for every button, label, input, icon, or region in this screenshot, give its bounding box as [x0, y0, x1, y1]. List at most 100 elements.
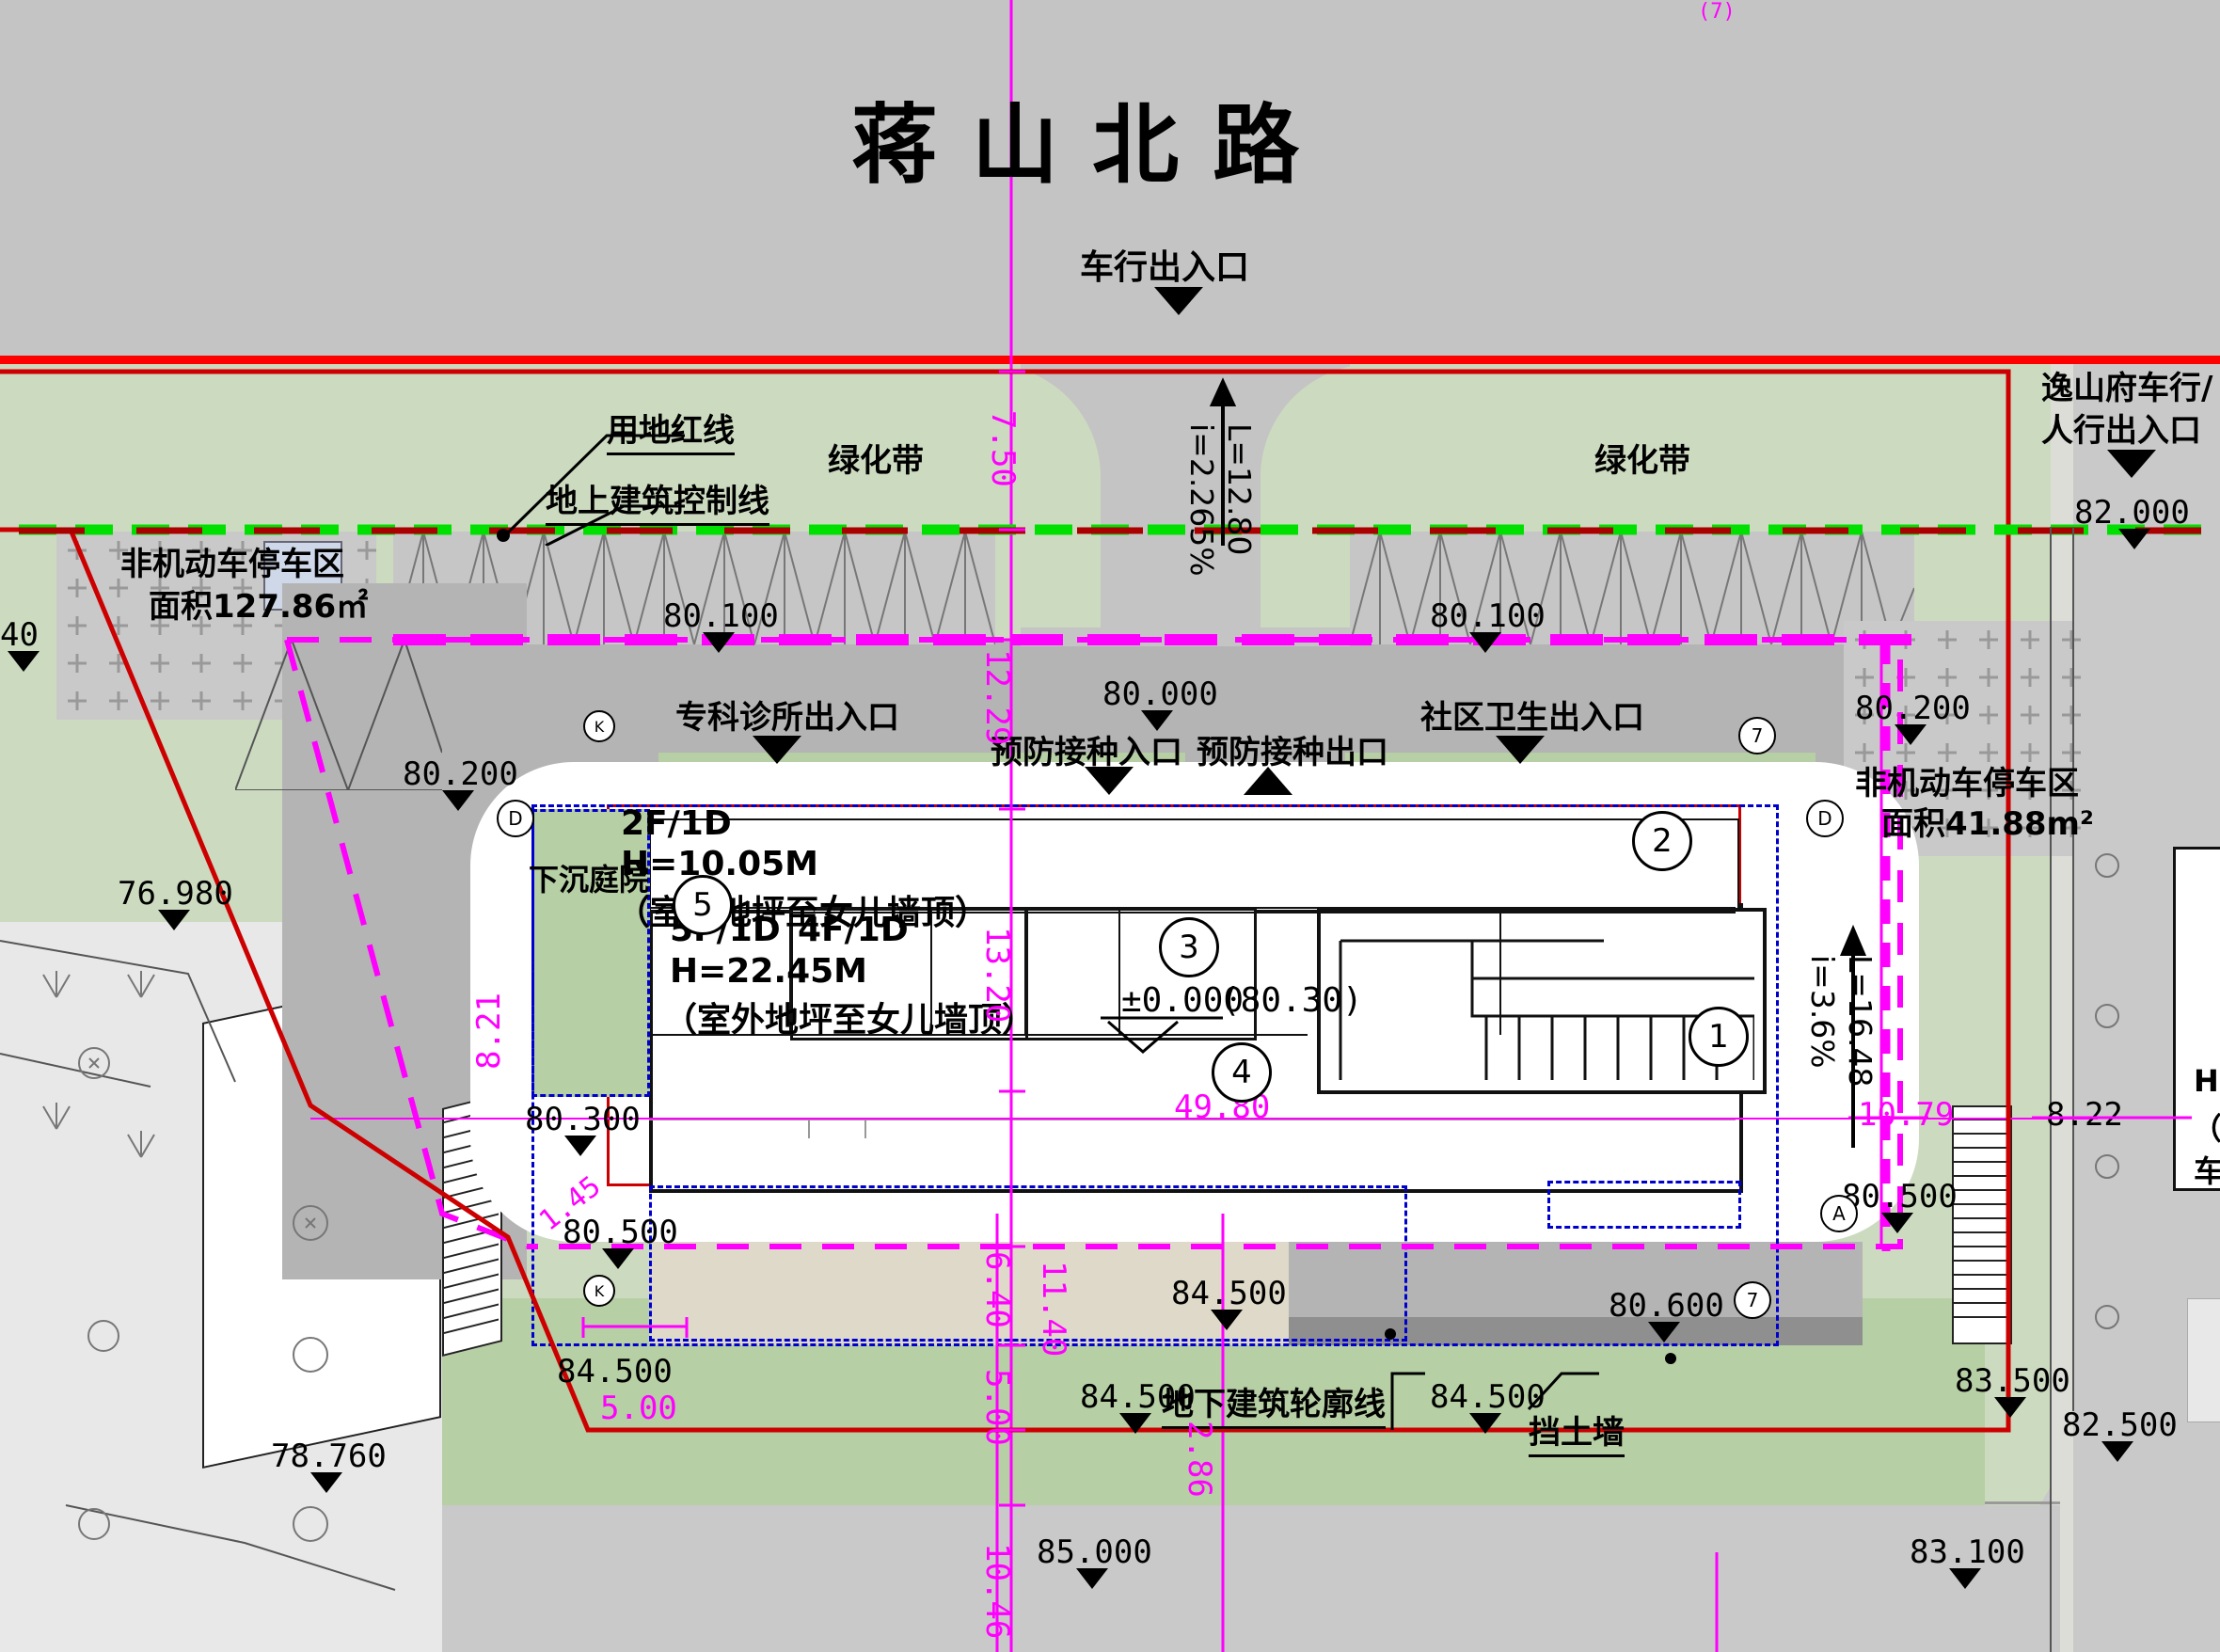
elevation-80-200-left-marker — [442, 790, 474, 811]
elevation-80-200-left: 80.200 — [403, 755, 518, 793]
slope-east-length: L=16.48 — [1842, 955, 1879, 1088]
page-title: 蒋 山 北 路 — [851, 95, 1302, 196]
grid-marker-3: 3 — [1159, 917, 1219, 977]
elevation-80-600: 80.600 — [1609, 1287, 1724, 1325]
dim-5-00-vertical: 5.00 — [978, 1369, 1016, 1446]
building-2f-height: H=10.05M — [621, 845, 818, 883]
dim-6-40: 6.40 — [978, 1251, 1016, 1328]
entrance-vaccination-out: 预防接种出口 — [1197, 734, 1388, 771]
slope-arrow-north — [1209, 377, 1237, 546]
partial-right-text-2: （室 — [2192, 1111, 2220, 1147]
dim-8-21: 8.21 — [470, 993, 508, 1070]
dim-13-20: 13.20 — [978, 927, 1016, 1024]
entrance-specialist-clinic-marker — [753, 736, 801, 764]
retaining-wall-label: 挡土墙 — [1529, 1406, 1625, 1457]
dim-10-79: 10.79 — [1858, 1096, 1955, 1134]
bicycle-parking-left-area: 面积127.86㎡ — [149, 588, 369, 626]
retaining-wall-leader-dot — [1665, 1353, 1676, 1364]
tree-symbols-west — [42, 971, 328, 1542]
slope-north-length: L=12.80 — [1221, 423, 1258, 556]
sunken-courtyard-label: 下沉庭院 — [529, 862, 650, 897]
dim-12-29: 12.29 — [978, 649, 1016, 746]
dim-2-86: 2.86 — [1181, 1421, 1218, 1498]
elevation-80-300-marker — [564, 1136, 596, 1156]
entrance-vaccination-in: 预防接种入口 — [991, 734, 1182, 771]
axis-marker-d-left: D — [497, 800, 534, 837]
east-stair-treads — [1952, 1119, 2008, 1318]
top-right-partial-marker: (7) — [1698, 0, 1736, 24]
elevation-80-500-east-marker — [1881, 1213, 1913, 1233]
greenbelt-left-label: 绿化带 — [828, 442, 924, 480]
yishanfu-entry-label-line2: 人行出入口 — [2041, 412, 2201, 450]
bicycle-parking-left-title: 非机动车停车区 — [120, 546, 344, 583]
elevation-80-100-left-marker — [703, 632, 735, 653]
building-4f-floors: 4F/1D — [798, 911, 909, 949]
elevation-80-300: 80.300 — [525, 1101, 641, 1138]
yishanfu-entry-marker — [2107, 450, 2156, 478]
red-line-label: 用地红线 — [607, 405, 735, 455]
elevation-80-200-right: 80.200 — [1855, 690, 1971, 727]
elevation-83-100: 83.100 — [1910, 1533, 2025, 1571]
elevation-partial-left-marker — [8, 651, 40, 672]
vehicle-entry-marker — [1154, 287, 1203, 315]
elevation-78-760-marker — [310, 1472, 342, 1493]
building-5f-height: H=22.45M — [670, 952, 867, 991]
dim-10-46: 10.46 — [978, 1543, 1016, 1640]
dim-7-50: 7.50 — [984, 410, 1022, 487]
elevation-76-980: 76.980 — [118, 875, 233, 913]
elevation-82-500-marker — [2101, 1441, 2133, 1462]
entrance-community-health: 社区卫生出入口 — [1420, 699, 1644, 737]
datum-absolute: (80.30) — [1220, 981, 1363, 1020]
elevation-83-500: 83.500 — [1955, 1362, 2070, 1400]
slope-arrow-east — [1839, 924, 1867, 1148]
elevation-80-100-left: 80.100 — [663, 597, 779, 635]
underground-outline-label: 地下建筑轮廓线 — [1162, 1378, 1386, 1429]
leader-lines-bottom — [1390, 1372, 1599, 1430]
axis-marker-k-bottom: K — [583, 1275, 615, 1307]
red-line-leader-dot — [497, 529, 510, 542]
elevation-84-500-c-marker — [1119, 1413, 1151, 1434]
elevation-84-500-b-marker — [1211, 1310, 1243, 1330]
grid-marker-4: 4 — [1212, 1042, 1272, 1103]
elevation-80-000-marker — [1141, 710, 1173, 731]
elevation-partial-left: 40 — [0, 616, 39, 654]
grid-marker-1: 1 — [1689, 1007, 1749, 1067]
axis-marker-d-right: D — [1806, 800, 1844, 837]
elevation-82-500: 82.500 — [2062, 1406, 2178, 1444]
tree-symbols-east — [2095, 853, 2119, 1329]
slope-east-grade: i=3.6% — [1804, 955, 1841, 1069]
elevation-80-200-right-marker — [1895, 724, 1927, 745]
vehicle-entry-label: 车行出入口 — [1080, 248, 1250, 287]
east-site-fragment — [2187, 1298, 2220, 1422]
partial-right-text-3: 车 — [2194, 1153, 2220, 1189]
elevation-83-100-marker — [1949, 1568, 1981, 1589]
north-road-band — [0, 0, 2220, 362]
axis-marker-k-top: K — [583, 710, 615, 742]
elevation-80-500-west-marker — [602, 1248, 634, 1269]
building-2f-floors: 2F/1D — [621, 804, 732, 843]
road-red-boundary — [0, 356, 2220, 364]
dim-5-00-horizontal: 5.00 — [600, 1390, 677, 1427]
building-control-line-label: 地上建筑控制线 — [546, 475, 769, 526]
elevation-84-500-c: 84.500 — [1080, 1378, 1196, 1416]
yishanfu-entry-label-line1: 逸山府车行/ — [2041, 370, 2213, 407]
axis-marker-a-right: A — [1820, 1195, 1858, 1232]
grid-marker-5: 5 — [673, 875, 733, 935]
elevation-82-000: 82.000 — [2074, 494, 2190, 532]
datum-symbol — [1101, 1016, 1223, 1054]
building-5f-note: （室外地坪至女儿墙顶） — [663, 1001, 1037, 1040]
bicycle-parking-right-title: 非机动车停车区 — [1855, 765, 2079, 802]
underground-outline-dash-3 — [1547, 1181, 1741, 1229]
elevation-76-980-marker — [158, 910, 190, 930]
entrance-community-health-marker — [1496, 736, 1545, 764]
elevation-80-100-right: 80.100 — [1430, 597, 1546, 635]
dim-8-22: 8.22 — [2046, 1096, 2123, 1134]
entrance-vaccination-out-marker — [1244, 767, 1292, 795]
leader-lines-topleft — [504, 434, 685, 546]
elevation-85-000: 85.000 — [1037, 1533, 1152, 1571]
elevation-84-500-d: 84.500 — [1430, 1378, 1546, 1416]
south-road — [442, 1505, 2060, 1652]
elevation-80-000: 80.000 — [1102, 675, 1218, 713]
east-sidewalk — [2051, 362, 2073, 1652]
